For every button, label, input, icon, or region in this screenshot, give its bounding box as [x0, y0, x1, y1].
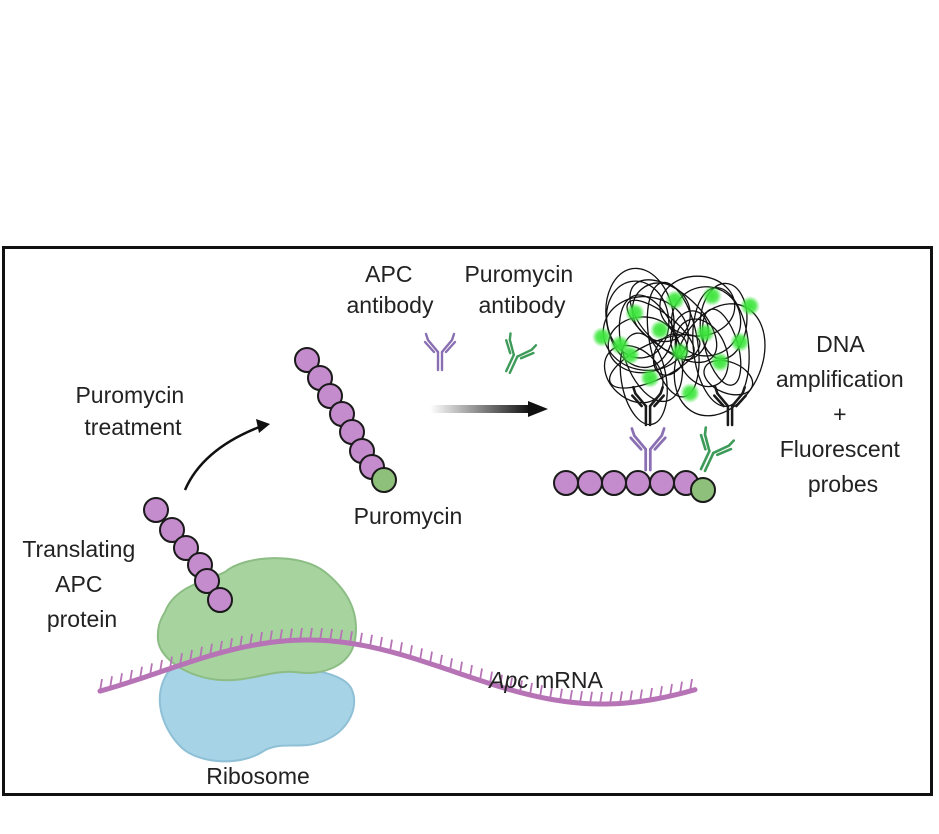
- right-arrow-head: [528, 401, 548, 417]
- amino-acid-bead: [601, 470, 627, 496]
- fluorescent-probe: [680, 383, 700, 403]
- ribosome-small-subunit: [158, 663, 356, 763]
- dna-loop: [674, 318, 729, 388]
- antibody-complex: [629, 385, 748, 473]
- fluorescent-probe: [625, 303, 645, 323]
- translating-protein-chain: [143, 497, 233, 613]
- secondary-antibody-bound: [630, 385, 666, 427]
- detected-protein-chain: [553, 470, 716, 503]
- amino-acid-bead: [317, 383, 343, 409]
- fluorescent-probe: [670, 342, 690, 362]
- amino-acid-bead: [577, 470, 603, 496]
- translating-apc-label: Translating APC protein: [22, 536, 141, 632]
- apc-antibody-icon: [423, 332, 457, 372]
- dna-amplification-label: DNA amplification + Fluorescent probes: [776, 331, 910, 497]
- amino-acid-bead: [143, 497, 169, 523]
- dna-loop: [670, 286, 742, 357]
- ribosome-label: Ribosome: [206, 763, 310, 789]
- amino-acid-bead: [649, 470, 675, 496]
- fluorescent-probe: [650, 320, 670, 340]
- right-arrow-icon: [430, 405, 530, 413]
- fluorescent-probe: [592, 327, 612, 347]
- dna-loop: [602, 296, 689, 372]
- curved-arrow-icon: [183, 424, 263, 491]
- puromycin-bead: [371, 467, 397, 493]
- puromycin-label: Puromycin: [354, 503, 463, 529]
- puromycin-treatment-label: Puromycin treatment: [75, 382, 190, 440]
- amino-acid-bead: [625, 470, 651, 496]
- puromycin-antibody-label: Puromycin antibody: [464, 261, 579, 318]
- amino-acid-bead: [294, 347, 320, 373]
- amino-acid-bead: [553, 470, 579, 496]
- puromycin-antibody-bound: [699, 426, 736, 473]
- puromycin-antibody-icon: [504, 332, 538, 375]
- fluorescent-probe: [665, 290, 685, 310]
- curved-arrow-head: [256, 419, 270, 433]
- antibody-legend-icons: [423, 332, 538, 375]
- fluorescent-probe: [695, 323, 715, 343]
- fluorescent-probe: [730, 332, 750, 352]
- mrna-backbone: [97, 637, 698, 707]
- fluorescent-probe: [640, 368, 660, 388]
- fluorescent-probe: [740, 296, 760, 316]
- amino-acid-bead: [173, 535, 199, 561]
- dna-loop: [626, 299, 695, 358]
- amino-acid-bead: [207, 587, 233, 613]
- apc-mrna-strand: [97, 627, 698, 707]
- apc-antibody-label: APC antibody: [347, 261, 434, 318]
- fluorescent-probe: [702, 286, 722, 306]
- apc-antibody-bound: [629, 427, 667, 472]
- secondary-antibody-bound: [712, 385, 748, 427]
- puromycin-bead: [690, 477, 716, 503]
- puromycin-labeled-protein: [294, 347, 397, 493]
- fluorescent-probe: [710, 352, 730, 372]
- dna-ball-icon: [592, 267, 766, 426]
- fluorescent-probe: [620, 345, 640, 365]
- apc-mrna-label: Apc mRNA: [487, 667, 603, 693]
- amino-acid-bead: [159, 517, 185, 543]
- amino-acid-bead: [194, 568, 220, 594]
